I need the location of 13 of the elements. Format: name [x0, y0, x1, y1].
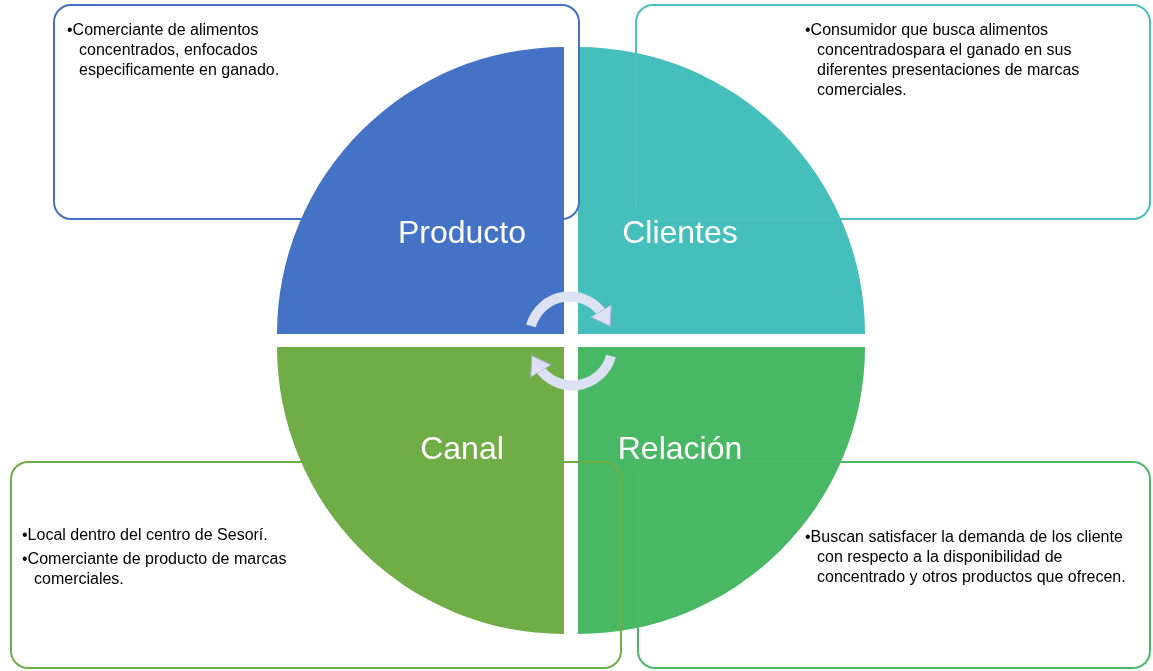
text-panel	[10, 461, 622, 669]
text-panel	[635, 4, 1151, 220]
segment-label: Clientes	[622, 213, 738, 251]
segment-label: Canal	[420, 429, 504, 467]
segment-label: Relación	[617, 429, 743, 467]
text-panel	[53, 4, 580, 220]
bullet-item: •Buscan satisfacer la demanda de los cliente con respecto a la disponibilidad de concentrado y otros productos que ofrecen.	[805, 527, 1127, 587]
bullet-item: •Local dentro del centro de Sesorí.	[22, 525, 269, 545]
text-panel	[637, 461, 1151, 669]
bullet-item: •Consumidor que busca alimentos concentradospara el ganado en sus diferentes presentaciones de marcas comerciales.	[805, 20, 1081, 100]
bullet-item: •Comerciante de producto de marcas comerciales.	[22, 549, 288, 589]
bullet-item: •Comerciante de alimentos concentrados, enfocados especificamente en ganado.	[67, 20, 281, 80]
segment-label: Producto	[397, 213, 527, 251]
